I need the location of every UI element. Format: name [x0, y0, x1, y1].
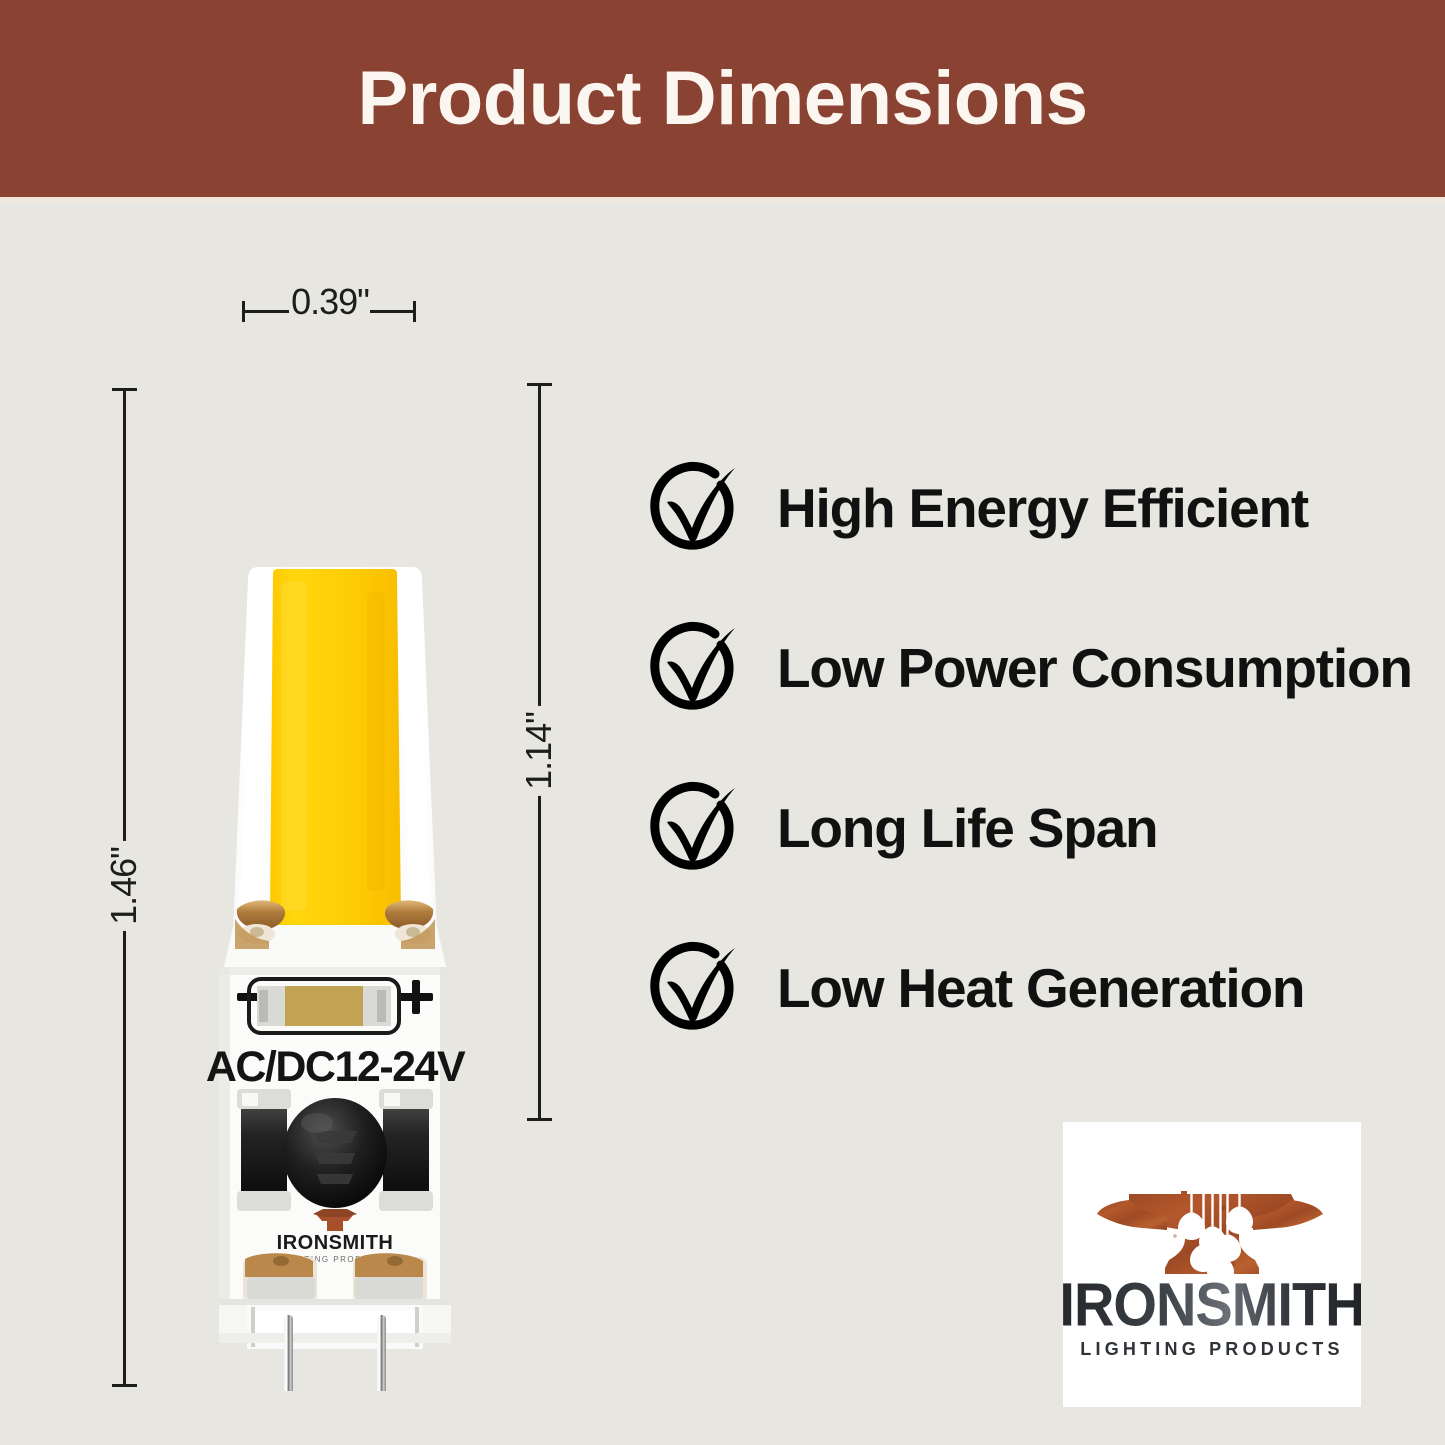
feature-item: High Energy Efficient [645, 458, 1309, 558]
dimension-width: 0.39" [240, 281, 420, 331]
feature-item: Low Power Consumption [645, 618, 1413, 718]
check-circle-icon [645, 458, 745, 558]
svg-text:LIGHTING PRODUCTS: LIGHTING PRODUCTS [280, 1255, 390, 1264]
dimension-body-height-tick-bottom [527, 1118, 552, 1121]
brand-logo-card: IRONSMITH LIGHTING PRODUCTS [1059, 1122, 1366, 1407]
feature-label: Low Power Consumption [777, 636, 1413, 699]
product-image-g4-led-bulb: AC/DC12-24V IRONSMITH LIGHTING PRODUC [185, 371, 485, 1445]
content-stage: 0.39" 1.46" 1.14" [0, 203, 1445, 1445]
svg-text:AC/DC12-24V: AC/DC12-24V [206, 1043, 466, 1091]
dimension-body-height-label: 1.14" [514, 706, 564, 796]
dimension-width-rule-right [370, 310, 416, 313]
feature-label: Long Life Span [777, 796, 1159, 859]
feature-item: Long Life Span [645, 778, 1159, 878]
check-circle-icon [645, 618, 745, 718]
dimension-width-tick-right [413, 301, 416, 322]
svg-text:LIGHTING PRODUCTS: LIGHTING PRODUCTS [1080, 1339, 1343, 1359]
dimension-width-label: 0.39" [291, 281, 370, 322]
feature-item: Low Heat Generation [645, 938, 1305, 1038]
dimension-total-height-tick-bottom [112, 1384, 137, 1387]
header-divider [0, 197, 1445, 203]
header-band: Product Dimensions [0, 0, 1445, 197]
check-circle-icon [645, 778, 745, 878]
dimension-width-rule-left [243, 310, 289, 313]
feature-label: High Energy Efficient [777, 476, 1309, 539]
check-circle-icon [645, 938, 745, 1038]
svg-text:IRONSMITH: IRONSMITH [277, 1232, 394, 1254]
brand-logo: IRONSMITH LIGHTING PRODUCTS [1059, 1122, 1366, 1407]
dimension-total-height-label: 1.46" [99, 841, 149, 931]
page-title: Product Dimensions [357, 55, 1089, 141]
svg-text:IRONSMITH: IRONSMITH [1063, 1271, 1361, 1339]
feature-label: Low Heat Generation [777, 956, 1305, 1019]
